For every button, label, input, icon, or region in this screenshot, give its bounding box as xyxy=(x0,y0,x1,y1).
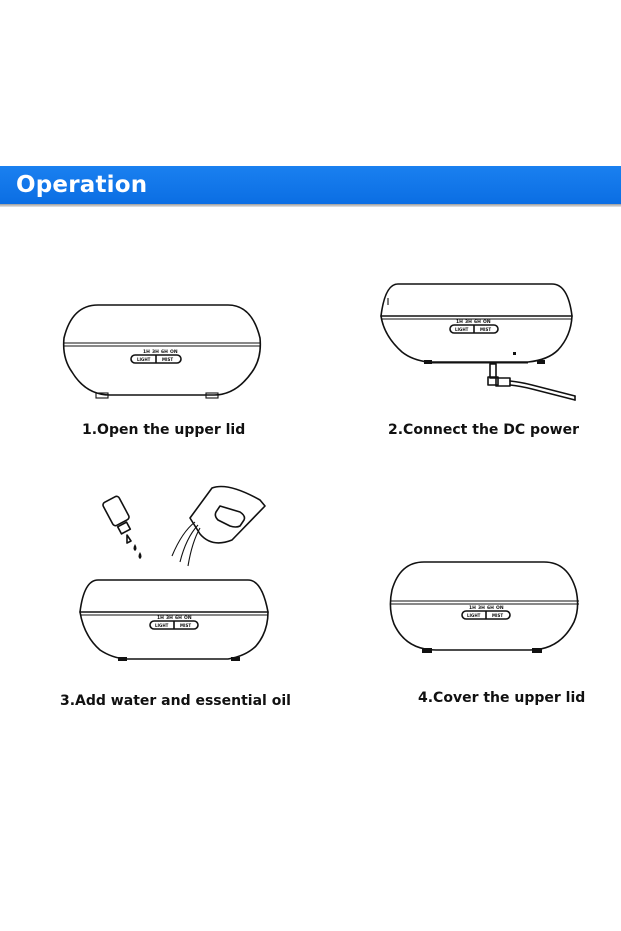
timer-label-3h: 3H xyxy=(152,349,159,355)
essential-oil-bottle-icon xyxy=(102,495,142,559)
control-panel: 1H 3H 6H ON LIGHT MIST xyxy=(149,615,199,630)
timer-label-6h: 6H xyxy=(175,615,182,621)
timer-label-6h: 6H xyxy=(161,349,168,355)
timer-label-3h: 3H xyxy=(478,605,485,611)
light-button-label: LIGHT xyxy=(137,357,151,362)
timer-label-1h: 1H xyxy=(456,319,463,325)
page-title: Operation xyxy=(16,172,148,198)
timer-label-3h: 3H xyxy=(465,319,472,325)
light-button-label: LIGHT xyxy=(467,613,481,618)
mist-button-label: MIST xyxy=(492,613,503,618)
step-2-caption: 2.Connect the DC power xyxy=(388,422,580,438)
timer-label-on: ON xyxy=(496,605,504,611)
water-cup-icon xyxy=(171,485,266,567)
control-panel: 1H 3H 6H ON LIGHT MIST xyxy=(461,605,511,620)
mist-button-label: MIST xyxy=(180,623,191,628)
timer-label-6h: 6H xyxy=(487,605,494,611)
control-panel: 1H 3H 6H ON LIGHT MIST xyxy=(449,319,499,334)
mist-button-label: MIST xyxy=(162,357,173,362)
timer-label-1h: 1H xyxy=(157,615,164,621)
header-banner: Operation xyxy=(0,166,621,204)
timer-label-on: ON xyxy=(170,349,178,355)
mist-button-label: MIST xyxy=(480,327,491,332)
timer-label-on: ON xyxy=(483,319,491,325)
dc-power-plug xyxy=(487,363,576,401)
step-3-caption: 3.Add water and essential oil xyxy=(60,693,291,709)
step-4-caption: 4.Cover the upper lid xyxy=(418,690,586,706)
timer-label-3h: 3H xyxy=(166,615,173,621)
light-button-label: LIGHT xyxy=(455,327,469,332)
banner-shadow xyxy=(0,204,621,207)
control-panel: 1H 3H 6H ON LIGHT MIST xyxy=(130,349,182,364)
timer-label-1h: 1H xyxy=(143,349,150,355)
step-1-caption: 1.Open the upper lid xyxy=(82,422,246,438)
timer-label-1h: 1H xyxy=(469,605,476,611)
timer-label-6h: 6H xyxy=(474,319,481,325)
timer-label-on: ON xyxy=(184,615,192,621)
light-button-label: LIGHT xyxy=(155,623,169,628)
